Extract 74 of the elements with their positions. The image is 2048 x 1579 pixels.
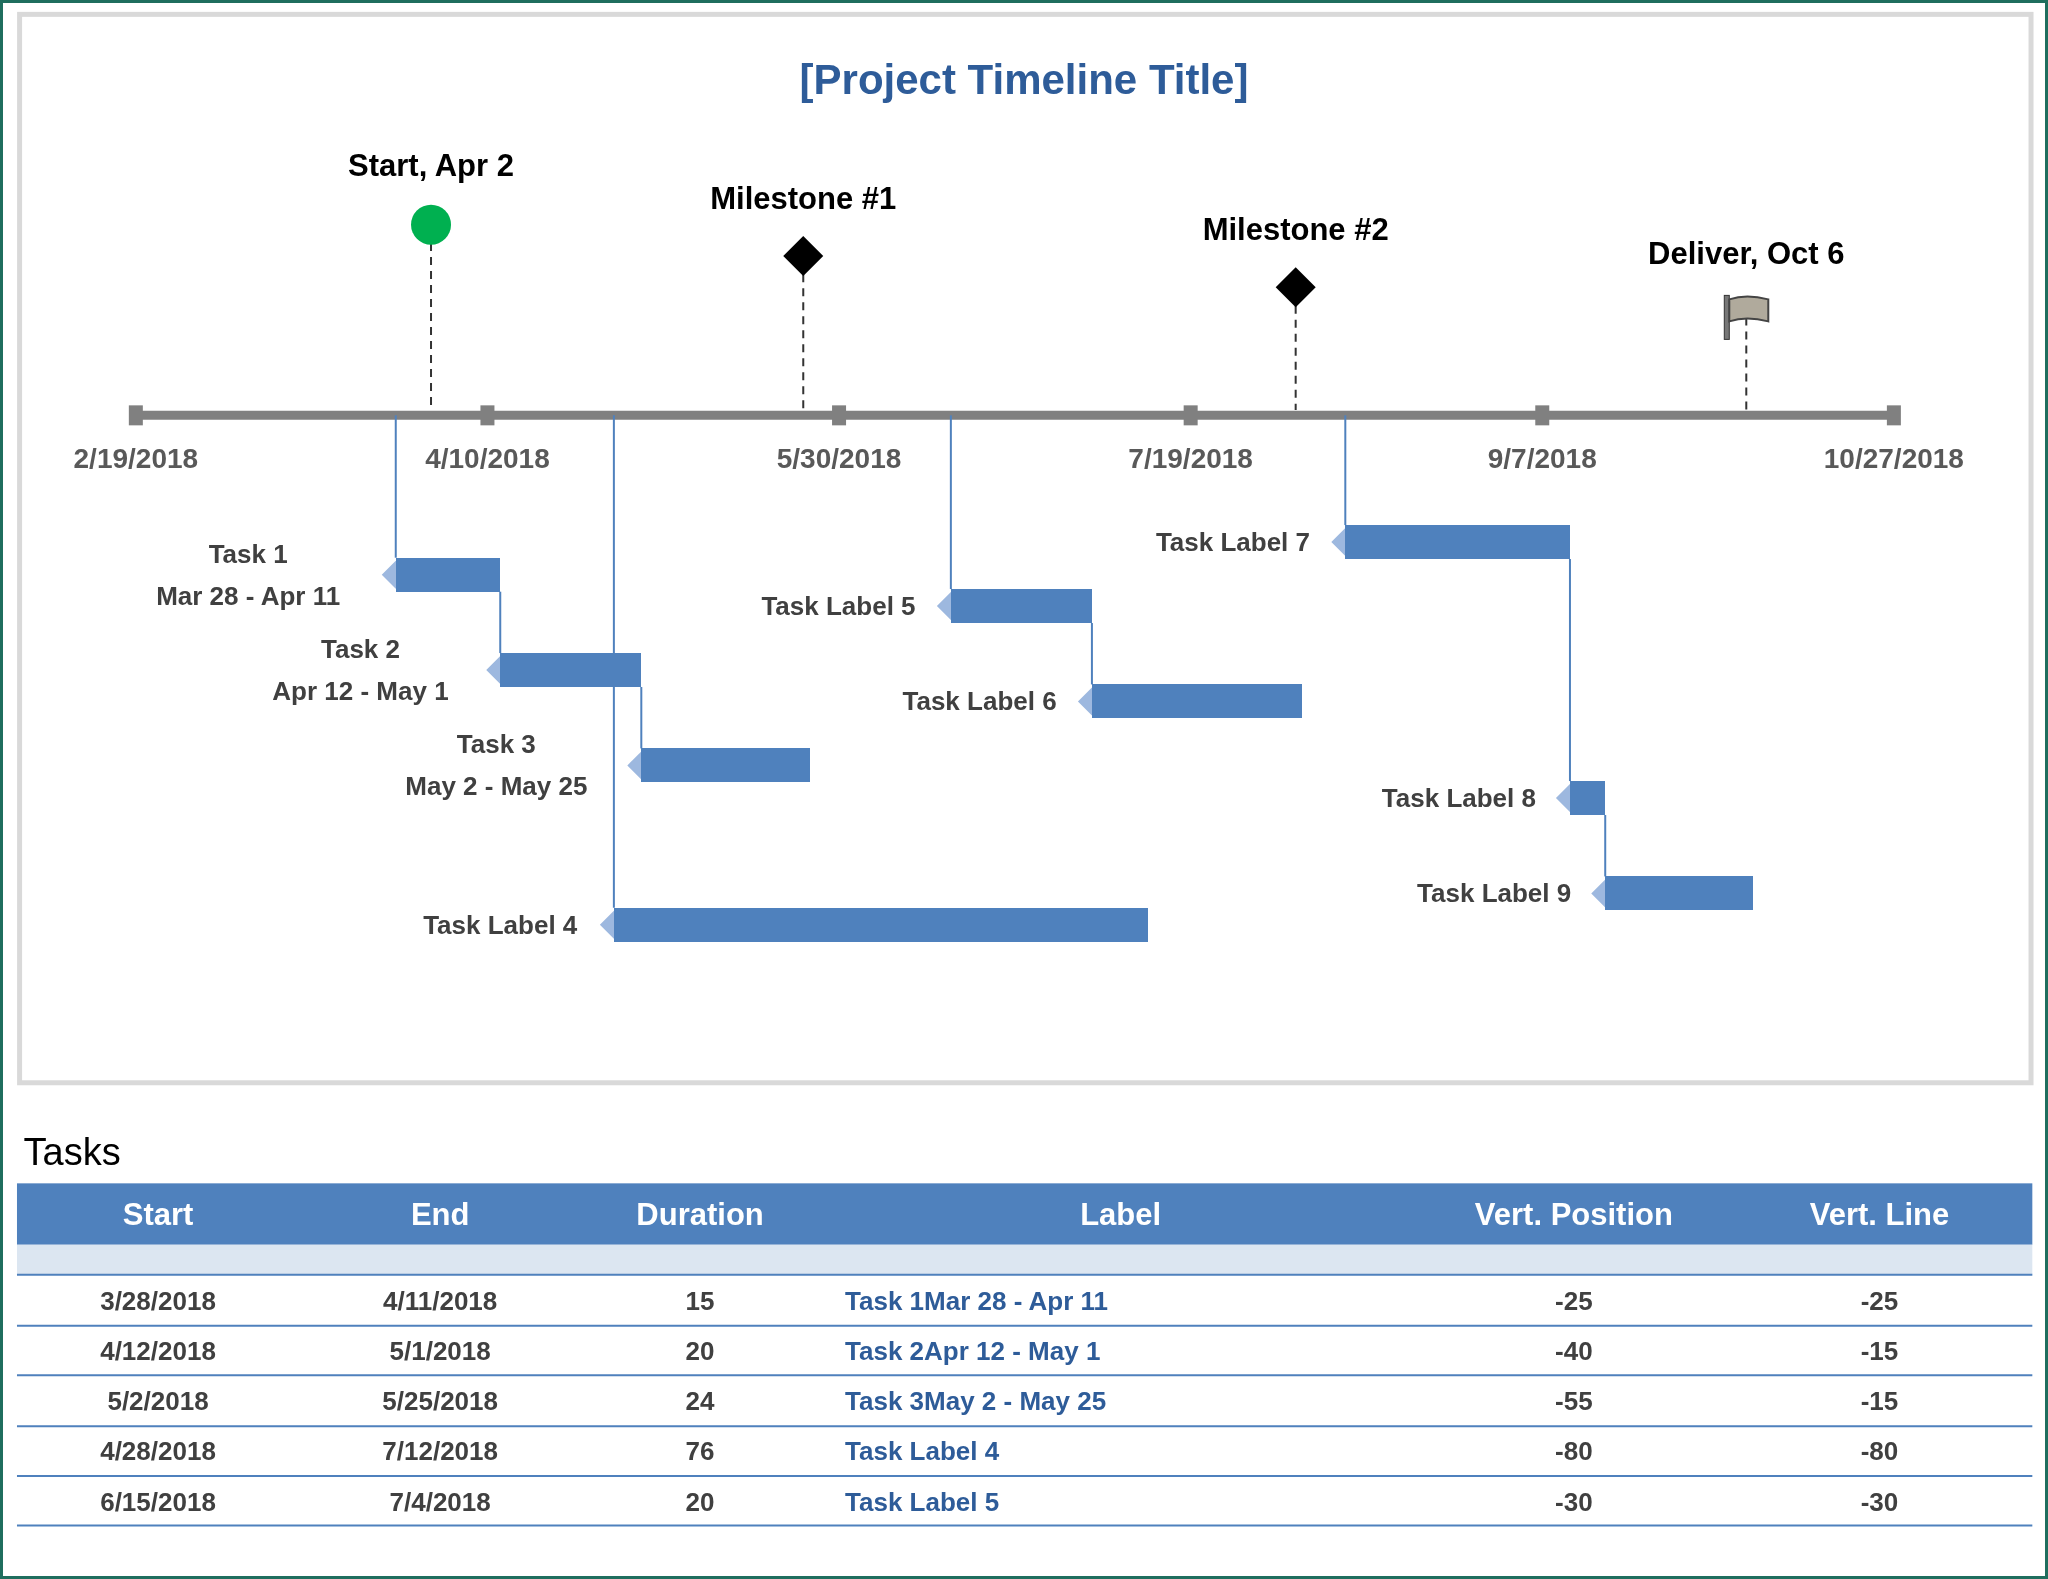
task-label: Task 2 xyxy=(319,634,401,666)
table-cell-text: 4/28/2018 xyxy=(99,1436,217,1468)
table-cell-text: 20 xyxy=(684,1487,716,1519)
axis-date-label: 4/10/2018 xyxy=(424,442,551,475)
connector-line xyxy=(640,686,643,750)
task-bar xyxy=(500,653,642,687)
table-cell-text: 7/4/2018 xyxy=(388,1487,492,1519)
table-heading: Tasks xyxy=(23,1131,121,1175)
table-cell-text: 4/11/2018 xyxy=(382,1285,499,1317)
table-cell-text: -15 xyxy=(1859,1386,1900,1418)
task-bar xyxy=(613,907,1149,942)
task-bar xyxy=(1569,781,1606,815)
table-cell-text: 7/12/2018 xyxy=(381,1436,499,1468)
table-cell: Task 2Apr 12 - May 1 xyxy=(845,1335,1101,1367)
column-header: Start xyxy=(121,1196,195,1233)
table-cell-text: -25 xyxy=(1554,1285,1594,1317)
table-cell-text: -40 xyxy=(1554,1335,1594,1367)
task-label: Task Label 5 xyxy=(760,591,916,623)
connector-line xyxy=(1568,558,1571,783)
task-label: Task Label 8 xyxy=(1380,783,1536,815)
table-cell: Task 1Mar 28 - Apr 11 xyxy=(845,1285,1109,1317)
table-cell-text: 5/2/2018 xyxy=(106,1386,210,1418)
table-cell: Task 3May 2 - May 25 xyxy=(845,1386,1107,1418)
connector-line xyxy=(1604,814,1607,878)
table-cell-text: 76 xyxy=(684,1436,716,1468)
table-cell: Task Label 5 xyxy=(845,1487,1000,1519)
axis-date-label: 7/19/2018 xyxy=(1127,442,1254,475)
milestone-label: Start, Apr 2 xyxy=(347,148,515,185)
milestone-label: Deliver, Oct 6 xyxy=(1647,235,1846,272)
task-label: Task 3 xyxy=(455,729,537,761)
table-cell-text: -25 xyxy=(1859,1285,1900,1317)
column-header: End xyxy=(409,1196,471,1233)
column-header: Duration xyxy=(635,1196,765,1233)
table-cell-text: 4/12/2018 xyxy=(99,1335,217,1367)
table-cell-text: 24 xyxy=(684,1386,716,1418)
table-cell-text: 20 xyxy=(684,1335,716,1367)
task-label: Task 1 xyxy=(207,538,289,570)
milestone-label: Milestone #1 xyxy=(709,180,898,217)
connector-line xyxy=(1090,622,1093,686)
task-bar xyxy=(641,748,810,783)
axis-date-label: 9/7/2018 xyxy=(1486,442,1598,475)
task-label: Task Label 7 xyxy=(1154,527,1311,559)
table-cell-text: -55 xyxy=(1554,1386,1594,1418)
table-cell-text: -30 xyxy=(1554,1487,1594,1519)
column-header: Label xyxy=(1079,1196,1163,1233)
task-bar xyxy=(1605,876,1753,911)
column-header: Vert. Position xyxy=(1473,1196,1674,1233)
table-cell-text: -80 xyxy=(1859,1436,1900,1468)
table-cell-text: 5/1/2018 xyxy=(388,1335,492,1367)
table-cell-text: -80 xyxy=(1554,1436,1594,1468)
task-bar xyxy=(1345,525,1570,559)
table-cell: Task Label 4 xyxy=(845,1436,1000,1468)
milestone-label: Milestone #2 xyxy=(1201,212,1390,249)
axis-date-label: 10/27/2018 xyxy=(1822,442,1965,475)
table-cell-text: -30 xyxy=(1859,1487,1900,1519)
task-bar xyxy=(950,589,1092,623)
column-header: Vert. Line xyxy=(1808,1196,1951,1233)
table-cell-text: 5/25/2018 xyxy=(381,1386,499,1418)
task-bar xyxy=(395,557,501,592)
axis-date-label: 2/19/2018 xyxy=(72,442,200,475)
connector-line xyxy=(499,590,502,655)
axis-date-label: 5/30/2018 xyxy=(775,442,903,475)
task-label: Task Label 6 xyxy=(901,686,1057,718)
table-cell-text: -15 xyxy=(1859,1335,1900,1367)
task-label: Task Label 4 xyxy=(422,909,578,941)
task-bar xyxy=(1091,684,1303,719)
table-cell-text: 15 xyxy=(684,1285,716,1317)
chart-title: [Project Timeline Title] xyxy=(798,56,1250,105)
task-label: Task Label 9 xyxy=(1416,878,1572,910)
task-label: Apr 12 - May 1 xyxy=(271,675,450,707)
task-label: May 2 - May 25 xyxy=(404,771,589,803)
table-cell-text: 6/15/2018 xyxy=(99,1487,217,1519)
table-cell-text: 3/28/2018 xyxy=(99,1285,217,1317)
task-label: Mar 28 - Apr 11 xyxy=(155,580,342,612)
